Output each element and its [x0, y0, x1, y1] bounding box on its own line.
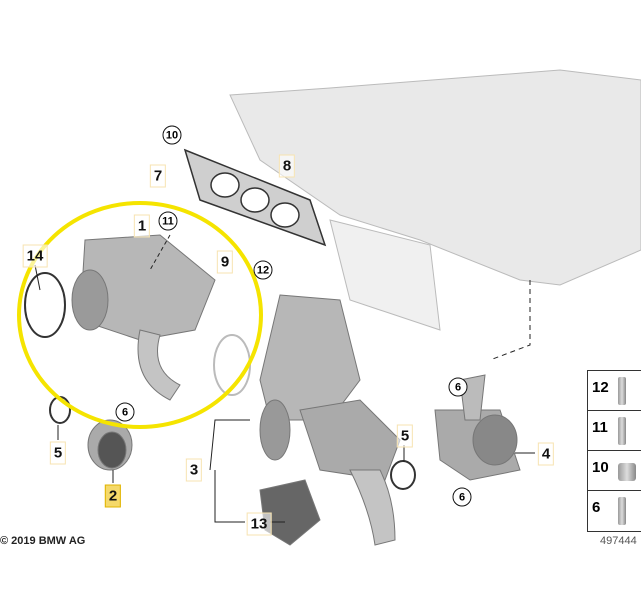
callout-11[interactable]: 11: [158, 211, 178, 231]
legend-item-12[interactable]: 12: [592, 379, 609, 396]
callout-14[interactable]: 14: [22, 244, 48, 268]
legend-row: 6: [588, 491, 641, 530]
screw-icon: [618, 497, 626, 525]
callout-7[interactable]: 7: [149, 164, 167, 188]
callout-8[interactable]: 8: [278, 154, 296, 178]
legend-item-11[interactable]: 11: [592, 419, 608, 436]
cylinder-head-image: [229, 69, 641, 331]
bolt-icon: [618, 417, 626, 445]
callout-9[interactable]: 9: [216, 250, 234, 274]
pin-icon: [618, 377, 626, 405]
legend-item-10[interactable]: 10: [592, 459, 609, 476]
legend-row: 10: [588, 451, 641, 491]
legend-row: 11: [588, 411, 641, 451]
callout-6[interactable]: 6: [452, 487, 472, 507]
legend-item-6[interactable]: 6: [592, 499, 601, 516]
leader-lines: [34, 234, 535, 523]
legend-row: 12: [588, 371, 641, 411]
callout-4[interactable]: 4: [537, 442, 555, 466]
callout-10[interactable]: 10: [162, 125, 182, 145]
nut-icon: [618, 463, 636, 481]
fastener-legend: 12 11 10 6: [587, 370, 641, 532]
gasket-image: [183, 148, 327, 247]
callout-3[interactable]: 3: [185, 458, 203, 482]
callout-1[interactable]: 1: [133, 214, 151, 238]
callout-6[interactable]: 6: [448, 377, 468, 397]
turbocharger-image: [71, 234, 521, 546]
callout-13[interactable]: 13: [246, 512, 272, 536]
diagram-id: 497444: [600, 535, 637, 547]
copyright: © 2019 BMW AG: [0, 535, 86, 547]
callout-6[interactable]: 6: [115, 402, 135, 422]
callout-2-selected[interactable]: 2: [104, 484, 122, 508]
callout-5[interactable]: 5: [49, 441, 67, 465]
callout-5[interactable]: 5: [396, 424, 414, 448]
callout-12[interactable]: 12: [253, 260, 273, 280]
highlight-ellipse: [17, 201, 263, 429]
